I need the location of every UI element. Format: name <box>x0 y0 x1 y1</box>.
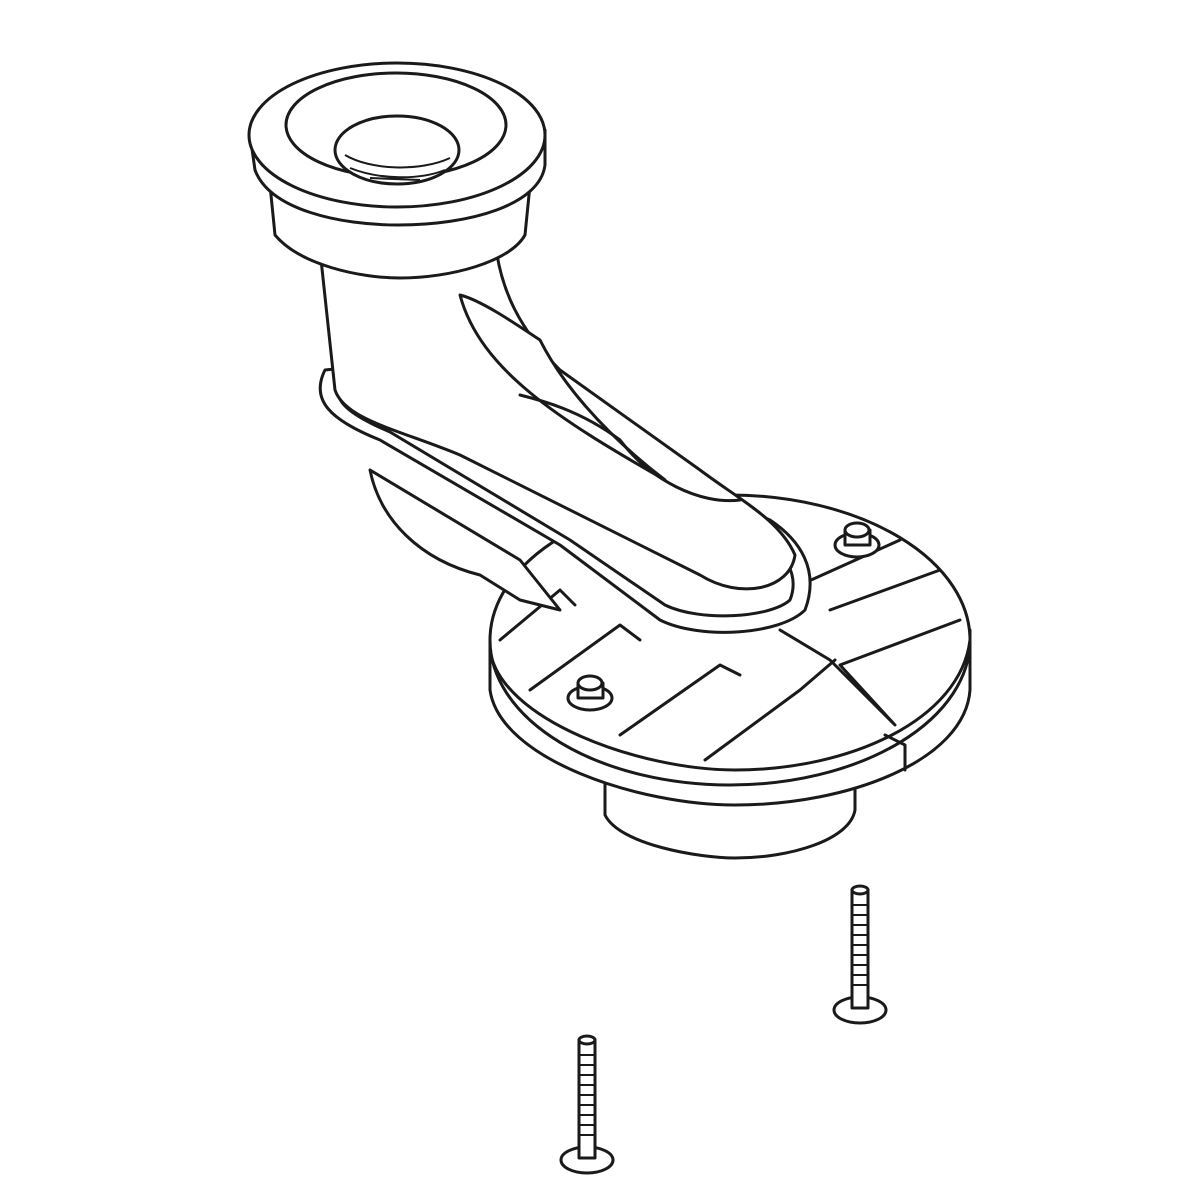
nut-left <box>566 674 614 712</box>
pipe-body <box>318 238 812 634</box>
floor-bolt-right <box>832 884 888 1025</box>
nut-right <box>833 521 881 559</box>
top-inlet-ring <box>247 61 547 280</box>
floor-bolt-left <box>559 1034 615 1175</box>
